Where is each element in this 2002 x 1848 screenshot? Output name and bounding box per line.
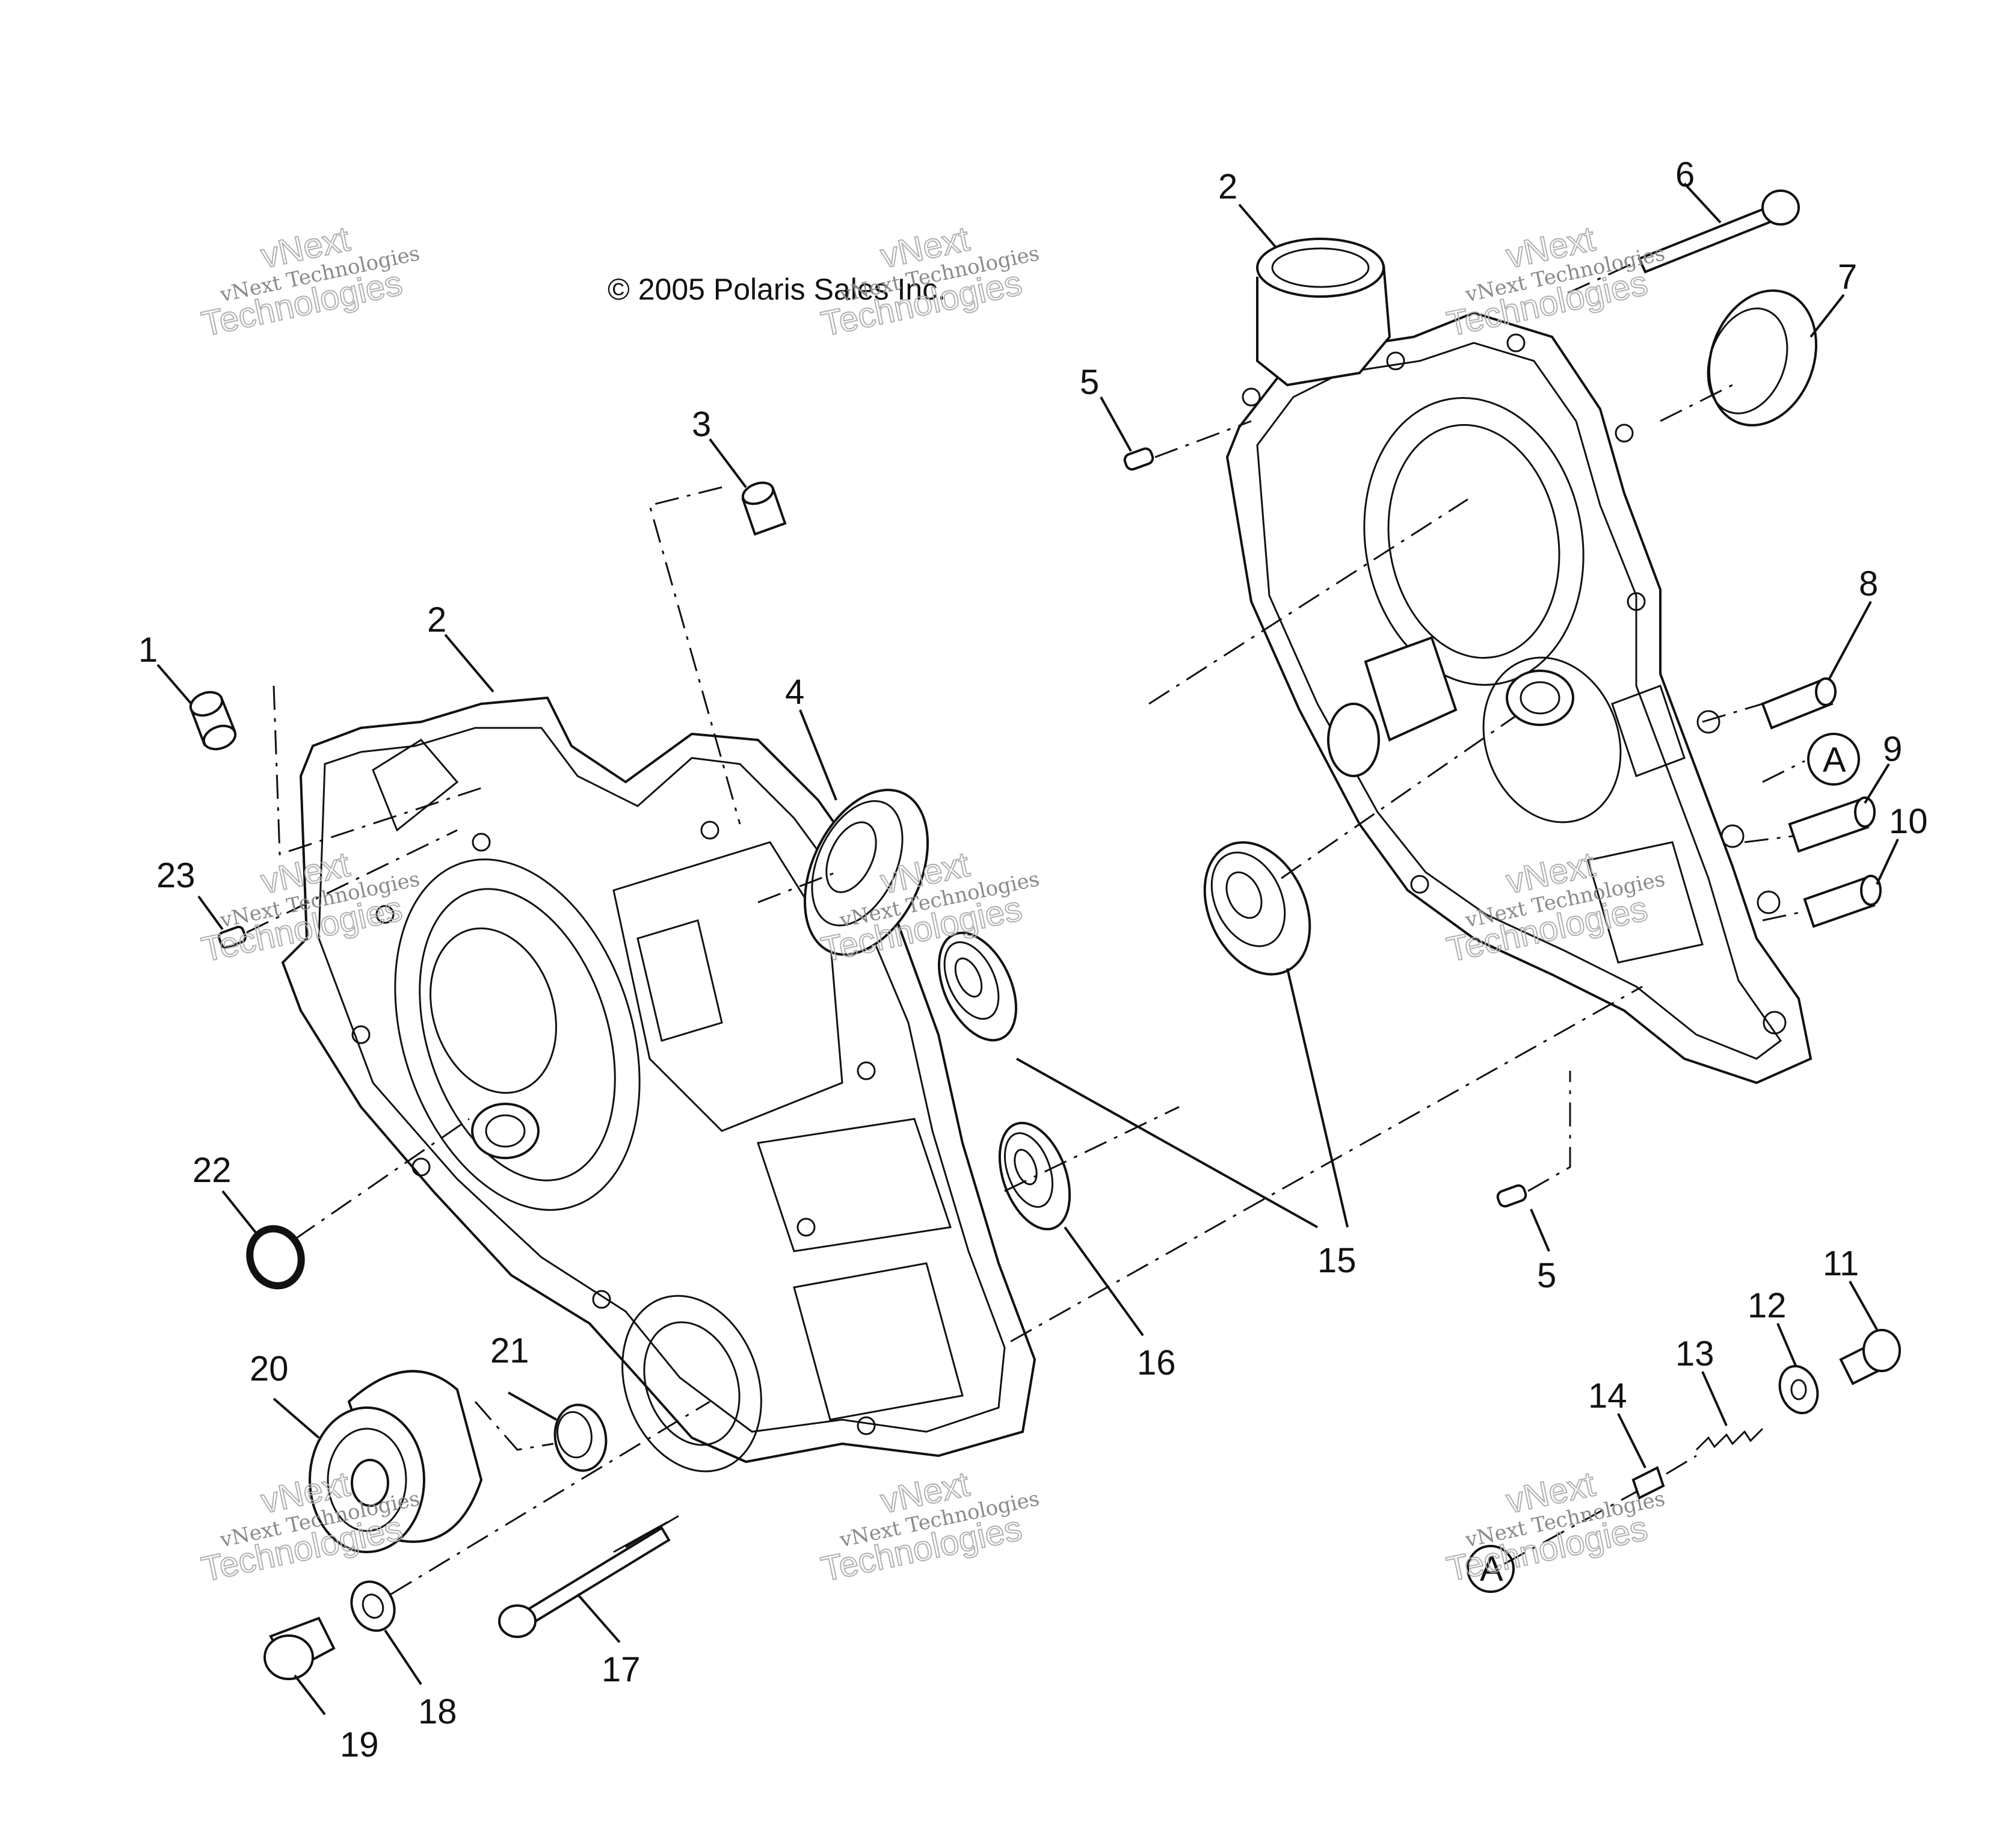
part-19-drain-plug <box>263 1616 336 1680</box>
callout-12[interactable]: 12 <box>1748 1286 1787 1325</box>
callout-numbers: 1 2 2 3 4 5 5 6 7 8 9 10 11 12 13 14 15 … <box>138 155 1928 1764</box>
callout-18[interactable]: 18 <box>418 1692 457 1731</box>
callout-19[interactable]: 19 <box>340 1725 379 1764</box>
part-18-washer <box>350 1580 396 1632</box>
callout-22[interactable]: 22 <box>192 1151 232 1190</box>
callout-8[interactable]: 8 <box>1859 564 1878 603</box>
callout-10[interactable]: 10 <box>1889 802 1928 841</box>
svg-text:A: A <box>1480 1550 1503 1589</box>
callout-16[interactable]: 16 <box>1137 1343 1176 1382</box>
callout-7[interactable]: 7 <box>1838 257 1857 297</box>
callout-14[interactable]: 14 <box>1588 1376 1627 1415</box>
part-14-plunger <box>1631 1466 1665 1500</box>
part-22-o-ring <box>246 1225 305 1290</box>
part-5-dowel-top <box>1123 447 1154 471</box>
callout-9[interactable]: 9 <box>1883 730 1902 769</box>
svg-text:A: A <box>1823 741 1846 780</box>
watermark-bottom-center: vNext vNext Technologies Technologies <box>818 1464 1042 1589</box>
reference-marker-a-bottom[interactable]: A <box>1467 1545 1515 1593</box>
callout-23[interactable]: 23 <box>156 856 196 895</box>
part-5-dowel-bottom <box>1496 1184 1527 1208</box>
part-8-pin <box>1761 677 1837 730</box>
callout-17[interactable]: 17 <box>602 1650 641 1689</box>
callout-1[interactable]: 1 <box>138 630 158 670</box>
part-10-fitting <box>1803 875 1882 928</box>
callout-3[interactable]: 3 <box>692 405 711 444</box>
right-crankcase-half <box>1225 238 1813 1085</box>
callout-13[interactable]: 13 <box>1675 1334 1714 1373</box>
callout-5-top[interactable]: 5 <box>1080 363 1099 402</box>
callout-11[interactable]: 11 <box>1823 1244 1859 1283</box>
callout-15[interactable]: 15 <box>1317 1241 1357 1280</box>
copyright-text: © 2005 Polaris Sales Inc. <box>608 273 946 306</box>
callout-6[interactable]: 6 <box>1675 155 1695 194</box>
part-4-bearing <box>803 789 929 956</box>
reference-marker-a-top[interactable]: A <box>1807 733 1860 786</box>
watermark-top-right: vNext vNext Technologies Technologies <box>1443 218 1668 344</box>
part-6-bolt <box>1637 189 1800 274</box>
assembly-lines <box>246 263 1805 1595</box>
callout-4[interactable]: 4 <box>785 673 804 712</box>
callout-2-left[interactable]: 2 <box>427 600 446 639</box>
part-17-bolt <box>498 1515 679 1638</box>
callout-20[interactable]: 20 <box>250 1349 289 1388</box>
part-12-washer <box>1778 1365 1819 1414</box>
part-21-seal <box>553 1403 608 1472</box>
part-20-seal-assembly <box>309 1370 483 1553</box>
part-13-spring <box>1695 1428 1764 1451</box>
part-7-oil-seal <box>1707 289 1818 427</box>
part-3-bushing <box>741 481 787 536</box>
watermark-bottom-right: vNext vNext Technologies Technologies <box>1443 1464 1668 1589</box>
part-9-fitting <box>1788 796 1876 853</box>
callout-5-bottom[interactable]: 5 <box>1537 1256 1556 1295</box>
part-15-bearing-a <box>937 931 1018 1042</box>
part-11-plug <box>1839 1329 1901 1385</box>
watermark-top-left: vNext vNext Technologies Technologies <box>198 218 422 344</box>
callout-2-right[interactable]: 2 <box>1218 167 1237 206</box>
callout-21[interactable]: 21 <box>490 1331 529 1370</box>
part-1-bushing <box>189 691 237 751</box>
part-15-bearing-b <box>1203 841 1311 976</box>
leader-lines <box>156 182 1899 1716</box>
part-23-dowel <box>218 925 247 949</box>
